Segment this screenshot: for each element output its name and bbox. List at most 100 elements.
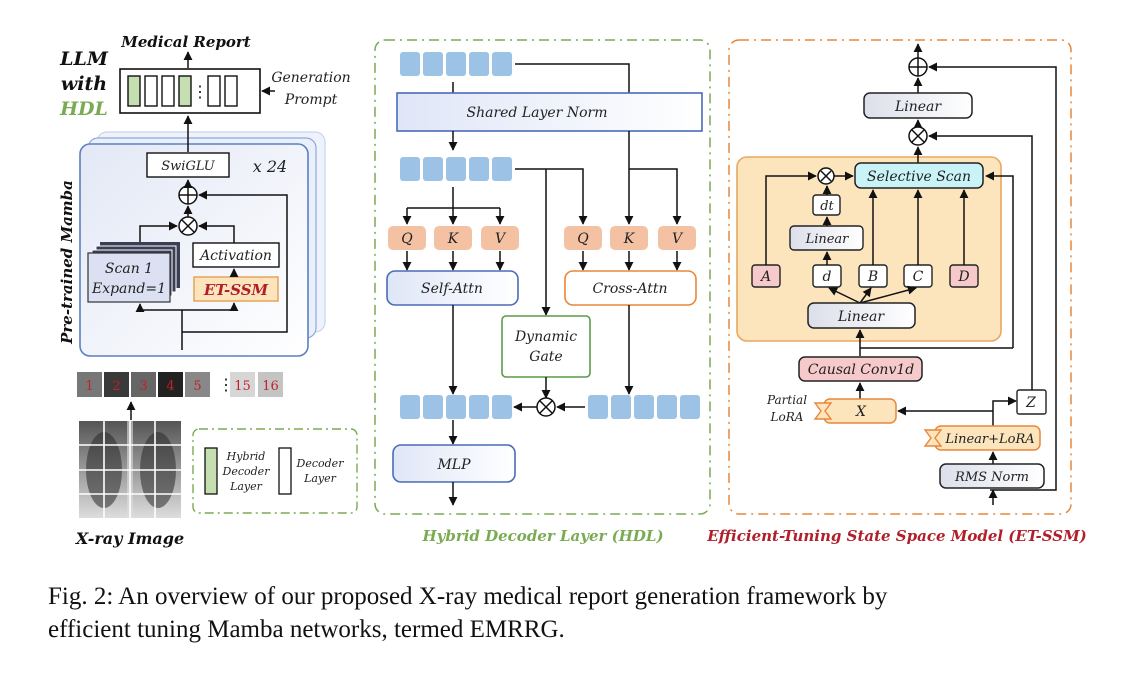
lora-adapter-icon-2 xyxy=(923,429,943,447)
token xyxy=(446,395,466,419)
decoder-token xyxy=(207,75,221,107)
image-patch xyxy=(258,372,283,397)
legend-hybrid-label-3: Layer xyxy=(229,480,263,493)
patch-ellipsis: ⋮ xyxy=(218,375,234,394)
token xyxy=(446,157,466,181)
ssm-linear-bottom-box xyxy=(807,302,916,329)
patch-index: 5 xyxy=(193,379,201,394)
decoder-token xyxy=(144,75,158,107)
partial-lora-label-1: Partial xyxy=(766,393,807,407)
patch-index: 3 xyxy=(139,379,147,394)
swiglu-label: SwiGLU xyxy=(161,159,215,174)
selective-scan-box xyxy=(854,162,984,189)
caption-line-1: Fig. 2: An overview of our proposed X-ra… xyxy=(48,583,888,610)
patch-index: 1 xyxy=(85,379,93,394)
decoder-token xyxy=(161,75,175,107)
causal-conv1d-label: Causal Conv1d xyxy=(808,362,915,378)
figure-caption: Fig. 2: An overview of our proposed X-ra… xyxy=(48,580,1098,646)
shared-layer-norm-label: Shared Layer Norm xyxy=(467,105,608,121)
token xyxy=(446,52,466,76)
param-label: B xyxy=(867,269,878,285)
token xyxy=(588,395,608,419)
qkv-label: K xyxy=(623,231,636,247)
lora-adapter-icon xyxy=(813,402,833,420)
et-ssm-panel-title: Efficient-Tuning State Space Model (ET-S… xyxy=(706,527,1087,545)
qkv-box-v xyxy=(481,226,519,250)
ssm-linear-top-box xyxy=(863,92,973,119)
token xyxy=(469,395,489,419)
partial-lora-label-2: LoRA xyxy=(770,410,804,424)
generation-prompt-label-1: Generation xyxy=(271,70,350,86)
token xyxy=(492,395,512,419)
z-projection-box xyxy=(1016,389,1047,415)
llm-section: Medical Report LLM with HDL ⋮ Generation… xyxy=(59,33,351,120)
token xyxy=(400,52,420,76)
qkv-label: K xyxy=(447,231,460,247)
token xyxy=(634,395,654,419)
qkv-label: V xyxy=(672,231,684,247)
token-ellipsis: ⋮ xyxy=(192,82,208,101)
patch-index: 4 xyxy=(166,379,174,394)
dynamic-gate-label-1: Dynamic xyxy=(514,329,577,345)
image-patch xyxy=(104,372,129,397)
mlp-label: MLP xyxy=(436,457,471,473)
image-patch xyxy=(131,372,156,397)
et-ssm-box[interactable] xyxy=(193,276,279,302)
hdl-panel-title: Hybrid Decoder Layer (HDL) xyxy=(421,527,663,545)
repeat-count: x 24 xyxy=(253,157,287,176)
token xyxy=(400,157,420,181)
qkv-box-q xyxy=(564,226,602,250)
image-patch xyxy=(158,372,183,397)
token xyxy=(423,52,443,76)
decoder-token xyxy=(224,75,238,107)
patch-index: 16 xyxy=(262,379,279,394)
scan-label: Scan 1 xyxy=(105,261,153,277)
z-projection-label: Z xyxy=(1025,395,1036,411)
self-attn-label: Self-Attn xyxy=(421,281,483,297)
legend-decoder-label-1: Decoder xyxy=(296,457,345,470)
token xyxy=(469,157,489,181)
llm-label: LLM xyxy=(59,48,109,70)
caption-line-2: efficient tuning Mamba networks, termed … xyxy=(48,616,565,643)
patch-index: 15 xyxy=(234,379,251,394)
expand-label: Expand=1 xyxy=(91,281,166,297)
causal-conv1d-box xyxy=(798,356,923,382)
hdl-panel-frame xyxy=(374,39,711,515)
ssm-linear-bottom-label: Linear xyxy=(837,309,885,325)
token xyxy=(492,52,512,76)
token xyxy=(423,157,443,181)
image-patch xyxy=(230,372,255,397)
et-ssm-label: ET-SSM xyxy=(203,281,269,299)
ssm-linear-top-label: Linear xyxy=(894,99,942,115)
x-projection-label: X xyxy=(855,404,867,420)
token-row-fused xyxy=(400,395,512,419)
dt-label: dt xyxy=(820,199,834,214)
qkv-box-k xyxy=(434,226,472,250)
param-label: D xyxy=(957,269,969,285)
token-row-input xyxy=(400,52,512,76)
image-patch xyxy=(77,372,102,397)
dynamic-gate-label-2: Gate xyxy=(529,349,562,365)
qkv-box-v xyxy=(658,226,696,250)
xray-image[interactable] xyxy=(79,421,181,518)
qkv-label: Q xyxy=(401,231,413,247)
param-label: A xyxy=(759,269,771,285)
selective-scan-label: Selective Scan xyxy=(867,169,971,185)
qkv-box-q xyxy=(388,226,426,250)
token xyxy=(469,52,489,76)
scan-box xyxy=(87,252,171,303)
token xyxy=(423,395,443,419)
pretrained-mamba-label: Pre-trained Mamba xyxy=(58,180,76,345)
token xyxy=(680,395,700,419)
decoder-token-row: ⋮ xyxy=(127,75,238,107)
generation-prompt-label-2: Prompt xyxy=(284,92,338,108)
xray-image-label: X-ray Image xyxy=(75,529,184,548)
shared-layer-norm-box xyxy=(396,92,703,132)
legend-hybrid-swatch xyxy=(204,447,218,495)
